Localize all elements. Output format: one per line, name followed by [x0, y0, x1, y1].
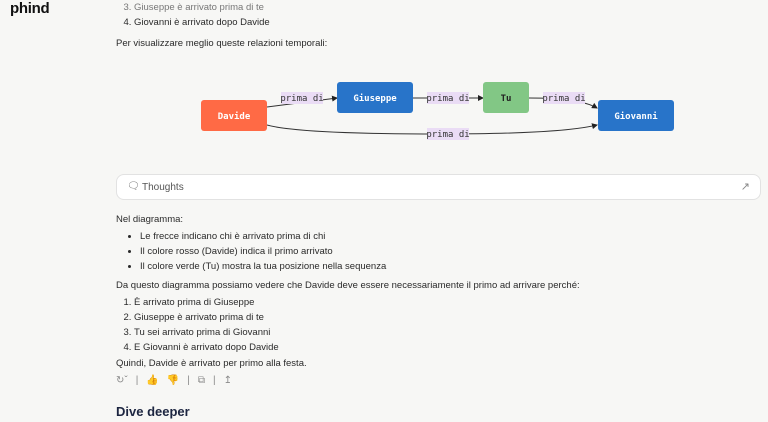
action-bar: ↻ˇ | 👍 👎 | ⧉ | ↥	[116, 375, 232, 386]
node-davide	[201, 100, 267, 131]
diagram: prima di prima di prima di prima di Davi…	[201, 82, 674, 140]
thoughts-toggle[interactable]: 🗨 Thoughts ↗	[116, 174, 761, 200]
list-item: Le frecce indicano chi è arrivato prima …	[140, 229, 768, 244]
logo[interactable]: phind	[10, 0, 50, 17]
expand-icon[interactable]: ↗	[740, 181, 750, 193]
list-item: Giuseppe è arrivato prima di te	[134, 0, 762, 15]
conclusion-intro: Da questo diagramma possiamo vedere che …	[116, 280, 580, 291]
list-item: Giuseppe è arrivato prima di te	[134, 310, 768, 325]
divider: |	[212, 375, 216, 386]
node-giuseppe	[337, 82, 413, 113]
list-item: E Giovanni è arrivato dopo Davide	[134, 340, 768, 355]
divider: |	[135, 375, 139, 386]
thumbs-down-icon[interactable]: 👎	[166, 375, 180, 386]
final-text: Quindi, Davide è arrivato per primo alla…	[116, 358, 307, 369]
share-icon[interactable]: ↥	[223, 375, 232, 386]
node-label: Giuseppe	[353, 93, 397, 104]
dive-deeper-heading: Dive deeper	[116, 404, 190, 419]
list-item: Giovanni è arrivato dopo Davide	[134, 15, 762, 30]
node-label: Tu	[501, 94, 512, 104]
diagram-heading: Nel diagramma:	[116, 214, 184, 225]
list-item: Tu sei arrivato prima di Giovanni	[134, 325, 768, 340]
top-list: Giuseppe è arrivato prima di te Giovanni…	[116, 0, 762, 30]
node-label: Davide	[218, 111, 251, 122]
node-tu	[483, 82, 529, 113]
node-giovanni	[598, 100, 674, 131]
list-item: È arrivato prima di Giuseppe	[134, 295, 768, 310]
edge-label: prima di	[280, 94, 323, 104]
list-item: Il colore verde (Tu) mostra la tua posiz…	[140, 259, 768, 274]
intro-text: Per visualizzare meglio queste relazioni…	[116, 38, 328, 49]
copy-icon[interactable]: ⧉	[197, 375, 205, 386]
edge-label: prima di	[426, 130, 469, 140]
chat-bubble-icon: 🗨	[127, 181, 140, 192]
bullet-list: Le frecce indicano chi è arrivato prima …	[116, 229, 768, 274]
regenerate-icon[interactable]: ↻ˇ	[116, 375, 128, 386]
thumbs-up-icon[interactable]: 👍	[146, 375, 159, 386]
thoughts-label: Thoughts	[142, 182, 184, 193]
reasons-list: È arrivato prima di Giuseppe Giuseppe è …	[116, 295, 768, 355]
edge-label: prima di	[426, 94, 469, 104]
list-item: Il colore rosso (Davide) indica il primo…	[140, 244, 768, 259]
edge-label: prima di	[542, 94, 585, 104]
node-label: Giovanni	[614, 111, 658, 122]
divider: |	[187, 375, 190, 386]
